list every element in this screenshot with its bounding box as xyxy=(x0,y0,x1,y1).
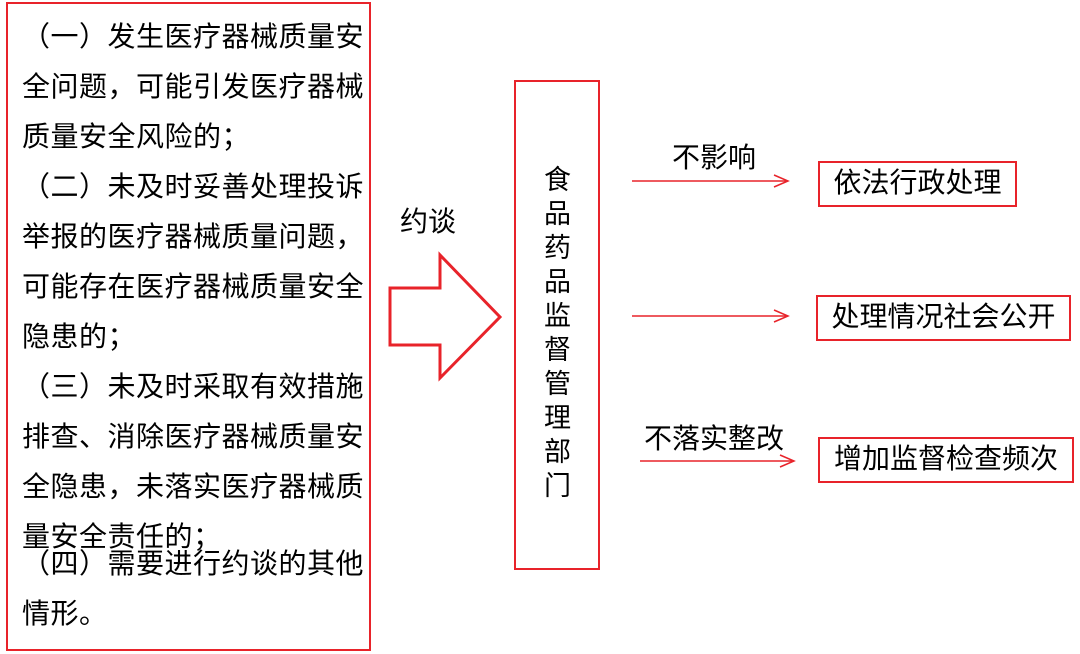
branch-condition-3: 不落实整改 xyxy=(644,422,785,455)
department-name: 食品药品监督管理部门 xyxy=(544,165,571,502)
arrow-head-1 xyxy=(773,174,790,188)
department-box: 食品药品监督管理部门 xyxy=(514,80,600,570)
condition-2: （二）未及时妥善处理投诉举报的医疗器械质量问题，可能存在医疗器械质量安全隐患的； xyxy=(22,170,365,353)
arrow-head-2 xyxy=(773,309,790,323)
conditions-box: （一）发生医疗器械质量安全问题，可能引发医疗器械质量安全风险的； （二）未及时妥… xyxy=(6,2,371,651)
big-arrow-label: 约谈 xyxy=(400,205,457,238)
result-admin-handling: 依法行政处理 xyxy=(818,161,1017,207)
arrow-head-3 xyxy=(779,454,796,468)
result-public-disclosure: 处理情况社会公开 xyxy=(816,295,1071,341)
condition-4: （四）需要进行约谈的其他情形。 xyxy=(22,547,365,630)
result-increase-inspections: 增加监督检查频次 xyxy=(818,437,1074,483)
condition-3: （三）未及时采取有效措施排查、消除医疗器械质量安全隐患，未落实医疗器械质量安全责… xyxy=(22,370,365,553)
branch-condition-1: 不影响 xyxy=(672,141,757,174)
condition-1: （一）发生医疗器械质量安全问题，可能引发医疗器械质量安全风险的； xyxy=(22,20,365,153)
big-hollow-arrow xyxy=(388,251,503,382)
